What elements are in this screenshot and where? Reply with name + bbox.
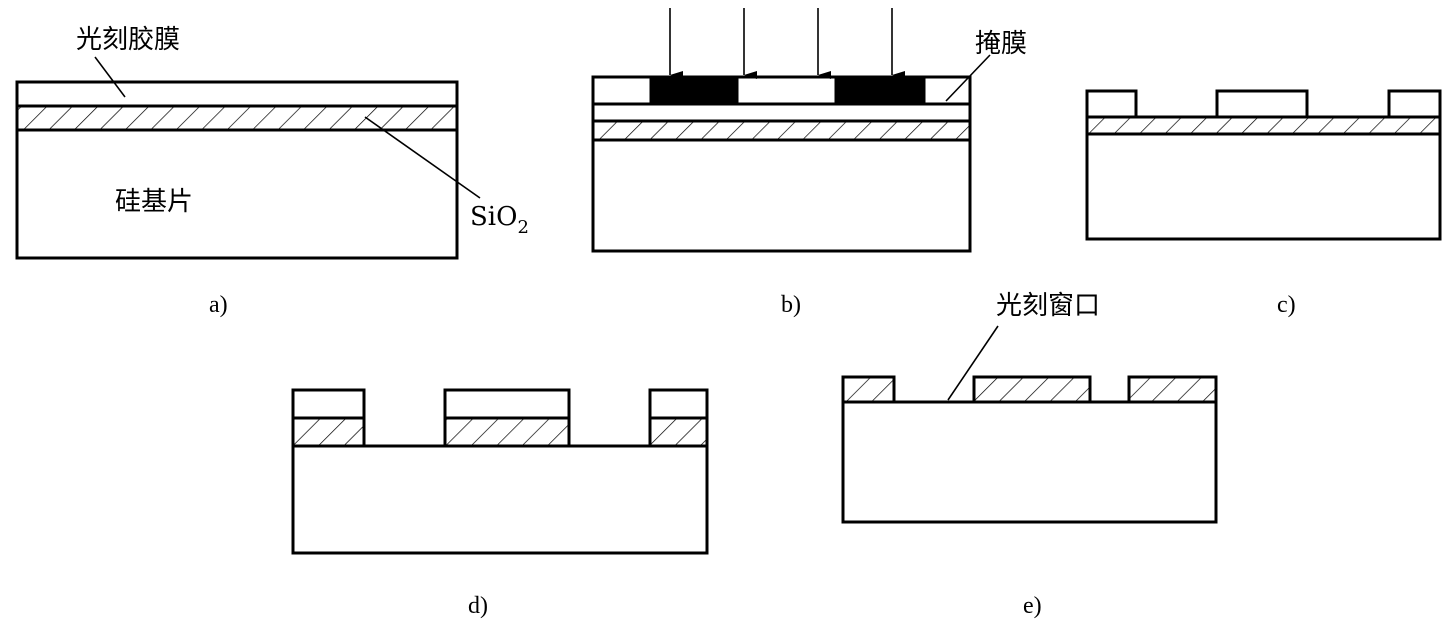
panel-d-resist-block-left: [291, 388, 366, 420]
panel-e: 光刻窗口 e): [841, 291, 1218, 619]
litho-window-label: 光刻窗口: [996, 291, 1100, 321]
caption-c: c): [1277, 292, 1296, 318]
panel-c-resist-block-middle: [1215, 89, 1309, 119]
panel-b: 掩膜 b): [591, 8, 1027, 318]
caption-e: e): [1023, 593, 1042, 619]
litho-window-leader-line: [947, 325, 999, 401]
panel-e-oxide-block-middle: [972, 375, 1092, 404]
panel-c-resist-block-left: [1085, 89, 1138, 119]
panel-d: d): [291, 388, 709, 619]
photoresist-label: 光刻胶膜: [76, 25, 180, 55]
mask-opaque-region-right: [834, 75, 926, 106]
panel-c: c): [1085, 89, 1442, 318]
panel-e-oxide-block-left: [841, 375, 896, 404]
silicon-wafer-label: 硅基片: [115, 187, 193, 217]
mask-leader-line: [945, 54, 991, 102]
panel-e-substrate: [841, 400, 1218, 524]
panel-a-oxide-layer: [15, 104, 459, 132]
caption-d: d): [468, 593, 488, 619]
panel-a-photoresist-layer: [15, 80, 459, 108]
panel-d-resist-block-middle: [443, 388, 571, 420]
photoresist-leader-line: [94, 56, 126, 98]
panel-e-oxide-block-right: [1127, 375, 1218, 404]
panel-b-substrate: [591, 138, 972, 253]
panel-d-oxide-block-right: [648, 416, 709, 448]
caption-a: a): [209, 292, 228, 318]
mask-opaque-region-left: [649, 75, 739, 106]
panel-a: 光刻胶膜 硅基片 SiO2 a): [15, 25, 529, 318]
panel-b-photoresist-layer: [591, 102, 972, 123]
panel-b-oxide-layer: [591, 119, 972, 142]
sio2-leader-line: [364, 116, 481, 199]
panel-c-substrate: [1085, 132, 1442, 241]
panel-a-substrate: [15, 128, 459, 260]
panel-d-resist-block-right: [648, 388, 709, 420]
panel-d-oxide-block-left: [291, 416, 366, 448]
sio2-label: SiO2: [470, 202, 529, 238]
panel-c-oxide-layer: [1085, 115, 1442, 136]
sio2-label-main: SiO: [470, 202, 517, 232]
caption-b: b): [781, 292, 801, 318]
sio2-label-subscript: 2: [517, 217, 528, 238]
panel-d-oxide-block-middle: [443, 416, 571, 448]
panel-d-substrate: [291, 444, 709, 555]
panel-c-resist-block-right: [1387, 89, 1442, 119]
mask-label: 掩膜: [975, 29, 1027, 59]
